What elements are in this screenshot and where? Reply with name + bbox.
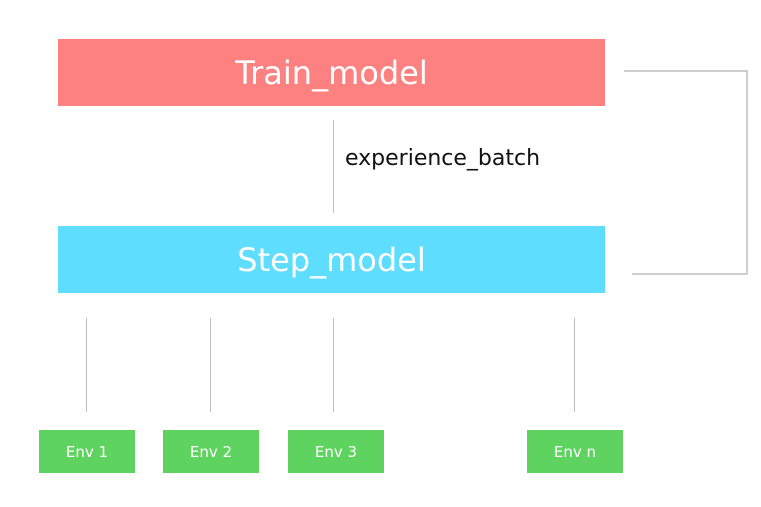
env-1-node: Env 1 (39, 430, 135, 473)
env-2-connector (210, 318, 211, 412)
env-2-label: Env 2 (189, 442, 233, 461)
env-1-connector (86, 318, 87, 412)
env-3-label: Env 3 (314, 442, 358, 461)
experience-batch-connector (333, 120, 334, 213)
env-3-node: Env 3 (288, 430, 384, 473)
train-model-node: Train_model (58, 39, 605, 106)
env-2-node: Env 2 (163, 430, 259, 473)
train-model-label: Train_model (235, 53, 428, 92)
env-n-node: Env n (527, 430, 623, 473)
env-3-connector (333, 318, 334, 412)
env-1-label: Env 1 (65, 442, 109, 461)
feedback-bracket (624, 70, 748, 275)
experience-batch-label: experience_batch (345, 146, 541, 171)
env-n-connector (574, 318, 575, 412)
step-model-node: Step_model (58, 226, 605, 293)
step-model-label: Step_model (237, 240, 426, 279)
env-n-label: Env n (553, 442, 597, 461)
